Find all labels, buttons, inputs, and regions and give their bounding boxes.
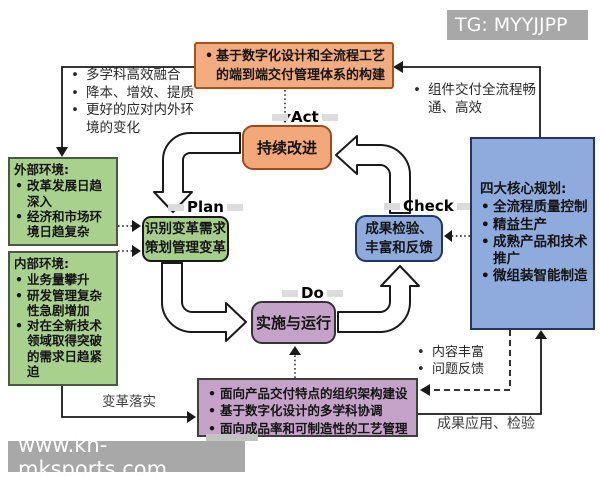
watermark-fragment (206, 434, 258, 441)
external-env-item: 经济和市场环境日趋复杂 (14, 209, 112, 240)
internal-environment-box: 内部环境: 业务量攀升 研发管理复杂性急剧增加 对在全新技术领域取得突破的需求日… (8, 251, 118, 386)
watermark-strip (226, 203, 243, 211)
external-environment-title: 外部环境: (14, 162, 69, 177)
watermark-strip (272, 113, 288, 121)
feedback-item: 内容丰富 (416, 345, 526, 362)
watermark-strip (456, 202, 473, 210)
external-environment-box: 外部环境: 改革发展日趋深入 经济和市场环境日趋复杂 (8, 157, 118, 246)
top-statement-box: • 基于数字化设计和全流程工艺的端到端交付管理体系的构建 (194, 42, 394, 89)
watermark-strip (168, 203, 184, 211)
watermark-strip (321, 113, 338, 121)
block-arrow-plan-to-do (161, 262, 247, 342)
core-plan-item: 成熟产品和技术推广 (480, 234, 589, 269)
bottom-measures-box: 面向产品交付特点的组织架构建设 基于数字化设计的多学科协调 面向成品率和可制造性… (197, 378, 418, 437)
internal-env-item: 业务量攀升 (14, 272, 112, 288)
watermark-strip (384, 202, 400, 210)
arrowhead-up-corebox (535, 330, 547, 339)
check-label-text: Check (403, 197, 454, 215)
dotted-connectors (118, 90, 470, 378)
act-label-text: Act (291, 108, 319, 126)
line-bottombox-to-corebox (418, 339, 542, 415)
core-plans-title: 四大核心规划: (480, 181, 567, 197)
plan-label: Plan (168, 198, 243, 216)
benefit-item: 多学科高效融合 (70, 67, 205, 85)
do-box-text: 实施与运行 (255, 314, 331, 332)
bottom-measure-item: 面向成品率和可制造性的工艺管理 (207, 420, 414, 438)
watermark-url: www.kh-mksports.com (8, 433, 245, 480)
change-implementation-label: 变革落实 (102, 394, 156, 410)
act-box: 持续改进 (242, 125, 332, 170)
do-box: 实施与运行 (251, 301, 336, 344)
do-label-text: Do (301, 284, 324, 302)
benefit-item: 降本、增效、提质 (70, 85, 205, 103)
arrowhead-left-check (444, 230, 452, 242)
result-application-label: 成果应用、检验 (437, 416, 535, 432)
component-note: 组件交付全流程畅通、高效 (412, 81, 544, 117)
act-box-text: 持续改进 (256, 139, 317, 157)
arrowhead-right-plan-2 (132, 245, 141, 257)
external-env-item: 改革发展日趋深入 (14, 178, 112, 209)
plan-line-2: 策划管理变革 (145, 240, 226, 256)
watermark-telegram: TG: MYYJJPP (447, 10, 588, 40)
block-arrow-check-to-act (335, 135, 411, 214)
feedback-note: 内容丰富 问题反馈 (416, 344, 526, 379)
line-internal-to-bottombox (61, 386, 187, 418)
top-statement-text: 基于数字化设计和全流程工艺的端到端交付管理体系的构建 (216, 49, 386, 83)
arrowhead-right-bottombox (187, 411, 196, 423)
core-plan-item: 精益生产 (480, 217, 589, 235)
block-arrow-do-to-check (337, 265, 420, 333)
feedback-item: 问题反馈 (416, 362, 526, 379)
check-label: Check (384, 197, 473, 215)
component-note-text: 组件交付全流程畅通、高效 (412, 82, 544, 117)
arrowhead-up-do (289, 346, 301, 355)
internal-env-item: 研发管理复杂性急剧增加 (14, 288, 112, 319)
benefits-note: 多学科高效融合 降本、增效、提质 更好的应对内外环境的变化 (70, 66, 205, 137)
plan-box: 识别变革需求 策划管理变革 (142, 216, 229, 262)
core-plans-box: 四大核心规划: 全流程质量控制 精益生产 成熟产品和技术推广 微组装智能制造 (470, 137, 595, 330)
core-plan-item: 全流程质量控制 (480, 199, 589, 217)
cycle-block-arrows (153, 132, 420, 342)
internal-env-item: 对在全新技术领域取得突破的需求日趋紧迫 (14, 318, 112, 379)
arrowhead-right-plan-1 (132, 220, 141, 232)
core-plan-item: 微组装智能制造 (480, 268, 589, 286)
plan-label-text: Plan (187, 198, 224, 216)
watermark-strip (326, 289, 343, 297)
plan-box-text: 识别变革需求 策划管理变革 (145, 220, 226, 258)
watermark-strip (282, 289, 298, 297)
bottom-measure-item: 基于数字化设计的多学科协调 (207, 402, 414, 420)
bottom-measure-item: 面向产品交付特点的组织架构建设 (207, 385, 414, 403)
arrowhead-left-bottombox-dashed (420, 384, 430, 396)
act-label: Act (272, 108, 338, 126)
arrowhead-down-external (56, 147, 68, 157)
benefit-item: 更好的应对内外环境的变化 (70, 102, 205, 137)
plan-line-1: 识别变革需求 (145, 221, 226, 238)
arrowhead-left-topbox (393, 61, 403, 73)
do-label: Do (282, 284, 343, 302)
arrowheads (56, 61, 547, 423)
check-box-text: 成果检验、丰富和反馈 (365, 221, 433, 256)
bullet-icon: • (204, 49, 214, 64)
check-box: 成果检验、丰富和反馈 (355, 215, 443, 262)
internal-environment-title: 内部环境: (14, 256, 69, 271)
